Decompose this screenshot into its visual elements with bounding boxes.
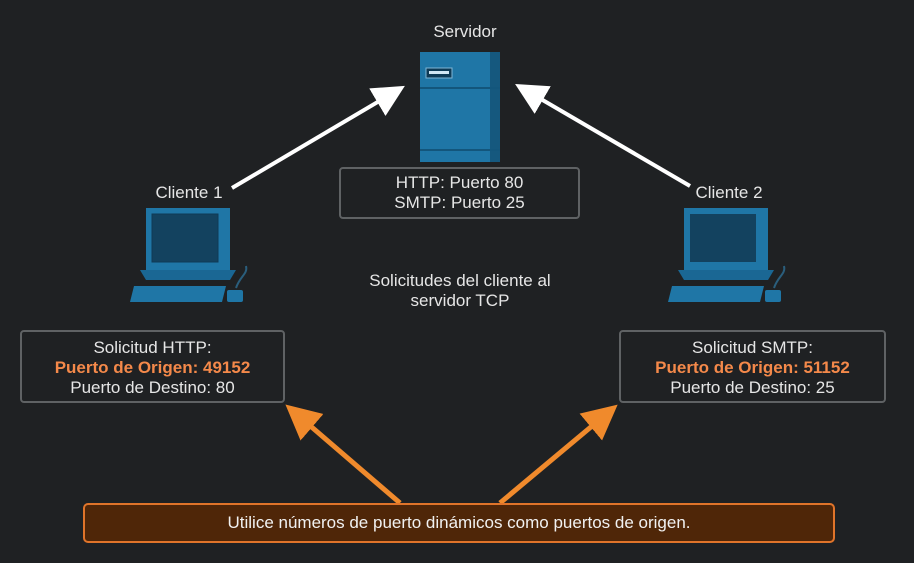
client2-request-type: Solicitud SMTP: [692, 338, 813, 357]
client1-dest-port: Puerto de Destino: 80 [70, 378, 235, 397]
server-port-http: HTTP: Puerto 80 [395, 173, 524, 192]
banner-text: Utilice números de puerto dinámicos como… [227, 513, 691, 532]
client2-request-box: Solicitud SMTP: Puerto de Origen: 51152 … [619, 330, 886, 403]
arrow-client1-to-server [230, 85, 405, 190]
server-label: Servidor [433, 22, 497, 41]
client1-label: Cliente 1 [155, 183, 223, 202]
client1-request-type: Solicitud HTTP: [93, 338, 212, 357]
center-caption-line1: Solicitudes del cliente al [369, 271, 551, 290]
client1-request-box: Solicitud HTTP: Puerto de Origen: 49152 … [20, 330, 285, 403]
client2-origin-port: Puerto de Origen: 51152 [655, 358, 850, 377]
arrow-banner-to-client1-box [285, 404, 402, 505]
center-caption: Solicitudes del cliente al servidor TCP [330, 271, 590, 311]
dynamic-ports-banner: Utilice números de puerto dinámicos como… [83, 503, 835, 543]
arrow-banner-to-client2-box [498, 404, 618, 505]
client1-origin-port: Puerto de Origen: 49152 [54, 358, 251, 377]
client1-computer-icon [130, 208, 248, 302]
arrow-client2-to-server [515, 83, 692, 188]
center-caption-line2: servidor TCP [410, 291, 510, 310]
server-icon [420, 52, 500, 162]
client2-computer-icon [668, 208, 786, 302]
server-port-smtp: SMTP: Puerto 25 [394, 193, 525, 212]
server-ports-box: HTTP: Puerto 80 SMTP: Puerto 25 [339, 167, 580, 219]
client2-label: Cliente 2 [695, 183, 763, 202]
client2-dest-port: Puerto de Destino: 25 [670, 378, 835, 397]
